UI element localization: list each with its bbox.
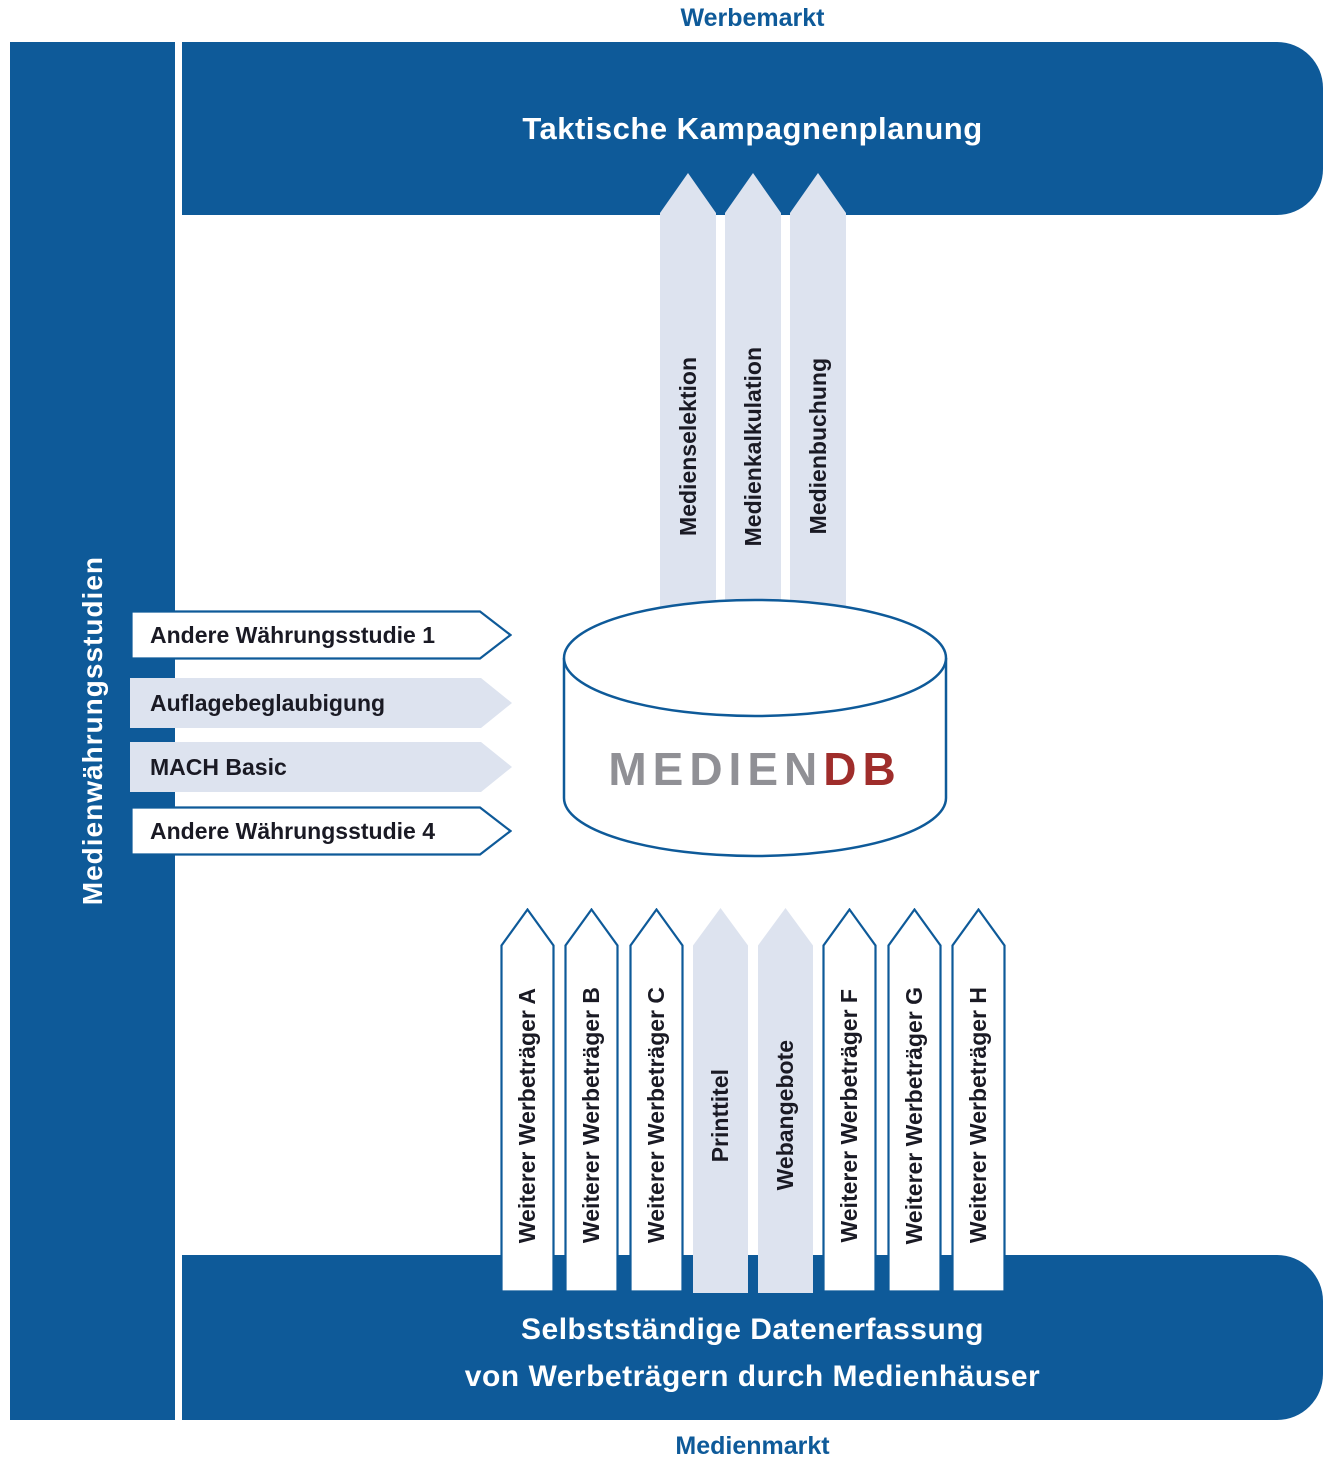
arrow-label: MACH Basic	[150, 753, 287, 780]
bottom-bar-text: Selbstständige Datenerfassung von Werbet…	[182, 1307, 1323, 1400]
medienmarkt-label: Medienmarkt	[675, 1432, 830, 1460]
arrow-medienbuchung: Medienbuchung	[790, 173, 846, 620]
arrow-label: Printtitel	[707, 1068, 733, 1163]
arrow-webangebote: Webangebote	[758, 908, 813, 1293]
bottom-bar-line1: Selbstständige Datenerfassung	[521, 1313, 984, 1346]
arrow-weiterer-werbetraeger-h: Weiterer Werbeträger H	[951, 908, 1006, 1293]
up-arrow-shape	[629, 908, 684, 1293]
medien-db-database: MEDIENDB	[561, 598, 949, 860]
up-arrow-shape	[951, 908, 1006, 1293]
bottom-bar: Selbstständige Datenerfassung von Werbet…	[182, 1255, 1323, 1420]
left-bar: Medienwährungsstudien	[10, 42, 175, 1420]
arrow-weiterer-werbetraeger-c: Weiterer Werbeträger C	[629, 908, 684, 1293]
top-bar-title: Taktische Kampagnenplanung	[522, 110, 983, 146]
werbemarkt-label: Werbemarkt	[680, 4, 825, 32]
arrow-weiterer-werbetraeger-g: Weiterer Werbeträger G	[887, 908, 942, 1293]
arrow-label: Andere Währungsstudie 1	[150, 621, 435, 648]
right-arrow-shape	[130, 806, 512, 856]
arrow-medienkalkulation: Medienkalkulation	[725, 173, 781, 620]
logo-medien-text: MEDIEN	[608, 743, 824, 795]
up-arrow-shape	[564, 908, 619, 1293]
arrow-andere-waehrungsstudie-4: Andere Währungsstudie 4	[130, 806, 512, 856]
up-arrow-shape	[758, 908, 813, 1293]
arrow-medienselektion: Medienselektion	[660, 173, 716, 620]
arrow-label: Weiterer Werbeträger H	[965, 987, 991, 1244]
up-arrow-shape	[887, 908, 942, 1293]
arrow-weiterer-werbetraeger-b: Weiterer Werbeträger B	[564, 908, 619, 1293]
arrow-andere-waehrungsstudie-1: Andere Währungsstudie 1	[130, 610, 512, 660]
arrow-label: Weiterer Werbeträger G	[901, 986, 927, 1245]
arrow-mach-basic: MACH Basic	[130, 742, 512, 792]
right-arrow-shape	[130, 742, 512, 792]
arrow-label: Medienkalkulation	[739, 346, 766, 547]
arrow-label: Medienselektion	[674, 357, 701, 536]
mediendb-logo: MEDIENDB	[561, 743, 949, 795]
arrow-label: Weiterer Werbeträger A	[514, 987, 540, 1244]
arrow-label: Weiterer Werbeträger C	[643, 987, 669, 1244]
up-arrow-shape	[822, 908, 877, 1293]
arrow-label: Webangebote	[772, 1040, 798, 1191]
arrow-printtitel: Printtitel	[693, 908, 748, 1293]
arrow-label: Auflagebeglaubigung	[150, 689, 386, 716]
up-arrow-shape	[500, 908, 555, 1293]
arrow-weiterer-werbetraeger-a: Weiterer Werbeträger A	[500, 908, 555, 1293]
right-arrow-shape	[130, 678, 512, 728]
bottom-bar-line2: von Werbeträgern durch Medienhäuser	[464, 1359, 1041, 1393]
left-bar-label: Medienwährungsstudien	[76, 556, 108, 906]
right-arrow-shape	[130, 610, 512, 660]
logo-db-text: DB	[823, 743, 902, 795]
arrow-label: Medienbuchung	[804, 358, 831, 535]
arrow-label: Weiterer Werbeträger F	[836, 988, 862, 1243]
arrow-weiterer-werbetraeger-f: Weiterer Werbeträger F	[822, 908, 877, 1293]
up-arrow-shape	[693, 908, 748, 1293]
arrow-auflagebeglaubigung: Auflagebeglaubigung	[130, 678, 512, 728]
arrow-label: Weiterer Werbeträger B	[578, 987, 604, 1244]
database-cylinder-icon	[562, 598, 948, 858]
arrow-label: Andere Währungsstudie 4	[150, 817, 435, 844]
